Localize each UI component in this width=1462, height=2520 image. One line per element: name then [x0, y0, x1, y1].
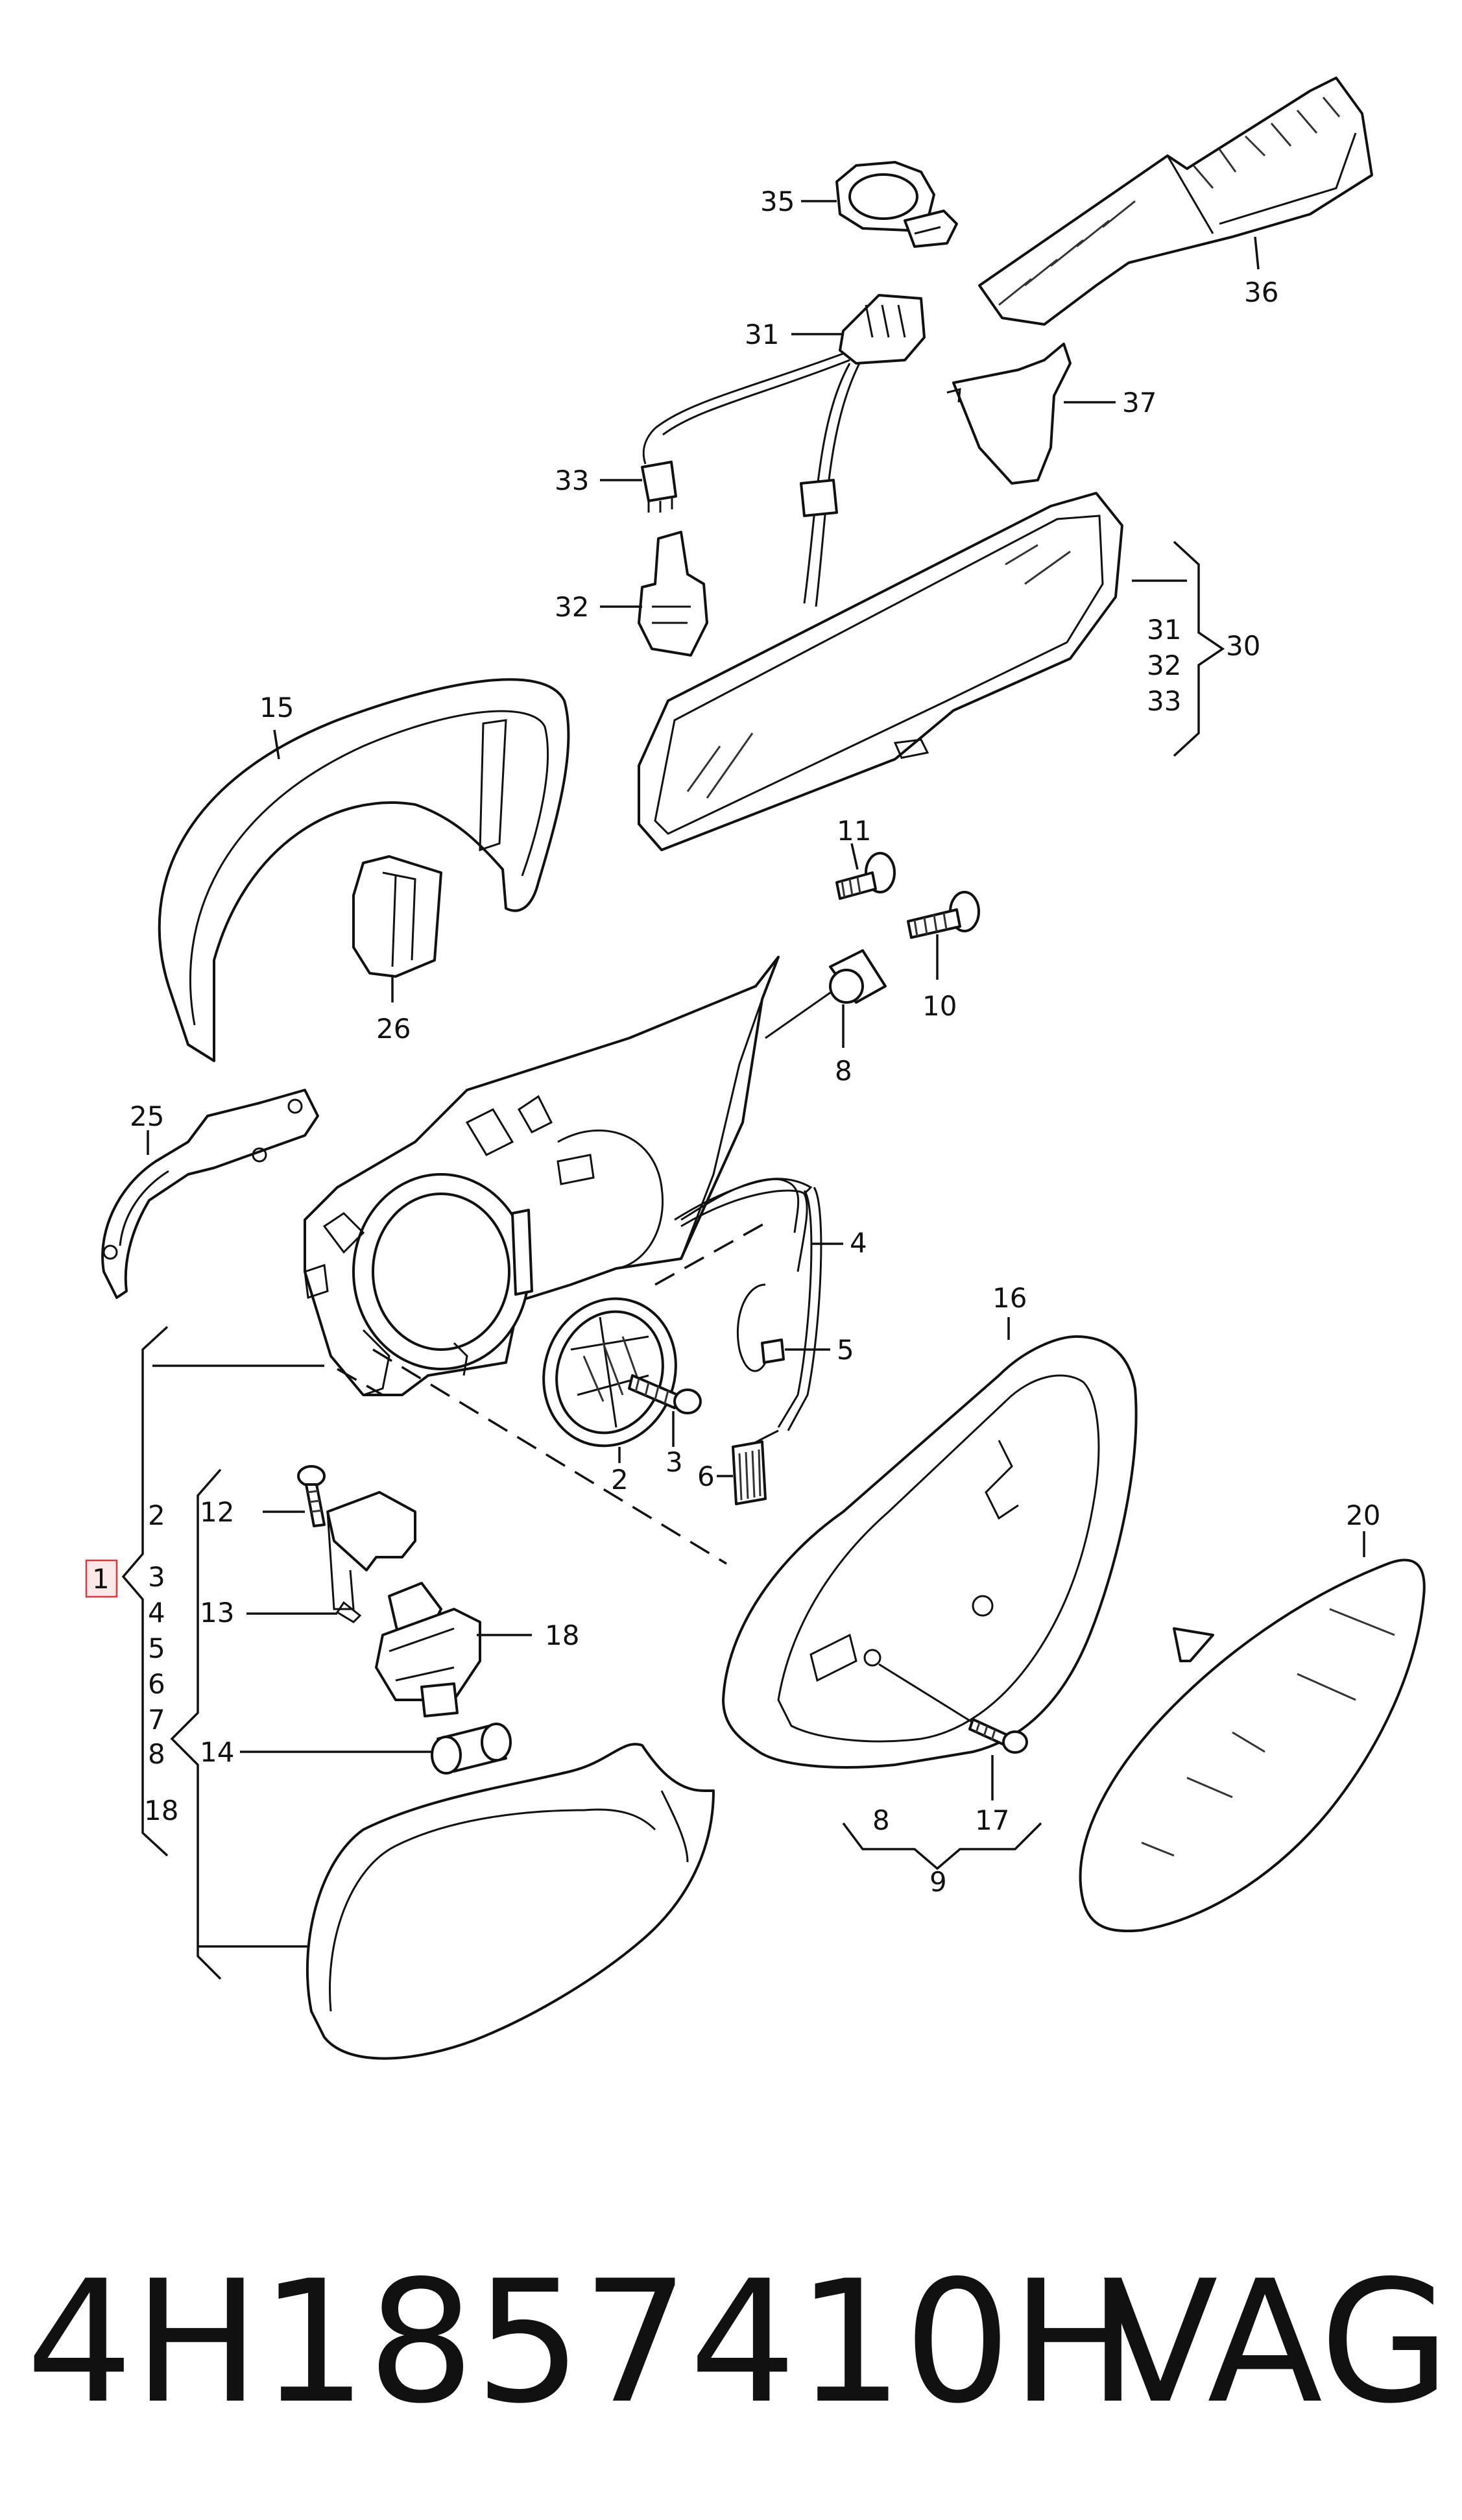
callout-17: 17	[975, 1804, 1009, 1836]
part-screw-17	[968, 1718, 1028, 1754]
callout-4: 4	[850, 1227, 867, 1259]
part-bushing	[829, 949, 887, 1004]
callout-25: 25	[130, 1100, 164, 1132]
callout-g1-8: 8	[148, 1738, 165, 1770]
callout-33: 33	[555, 465, 589, 496]
callout-14: 14	[200, 1736, 234, 1768]
part-interior-mirror	[638, 492, 1123, 851]
part-cover-clip	[946, 343, 1072, 485]
part-mirror-glass	[1079, 1558, 1426, 1933]
callout-g1-2: 2	[148, 1499, 165, 1531]
callout-15: 15	[259, 692, 294, 723]
callout-12: 12	[200, 1496, 234, 1528]
callout-1: 1	[92, 1563, 110, 1595]
part-small-connector	[641, 427, 677, 513]
callout-g1-4: 4	[148, 1597, 165, 1629]
part-mirror-housing-front	[722, 1335, 1138, 1769]
part-mirror-base-assembly	[304, 956, 780, 1396]
part-housing-cap	[306, 1743, 715, 2060]
callout-g1-18: 18	[144, 1795, 178, 1826]
callout-6: 6	[697, 1460, 715, 1492]
part-trim-strip	[101, 1089, 319, 1299]
callout-16: 16	[992, 1282, 1027, 1314]
part-actuator	[542, 1297, 677, 1448]
part-ring	[431, 1723, 512, 1775]
callout-g1-6: 6	[148, 1668, 165, 1700]
part-number: 4H1857410H	[26, 2245, 1138, 2441]
callout-3: 3	[665, 1446, 683, 1478]
part-bracket-clip	[638, 531, 708, 657]
callout-8: 8	[835, 1055, 852, 1087]
part-screw-10	[907, 891, 980, 939]
part-screw-3	[628, 1374, 702, 1414]
callout-37: 37	[1122, 387, 1156, 418]
brand-label: VAG	[1103, 2245, 1450, 2441]
callout-30-31: 31	[1147, 614, 1181, 646]
callout-36: 36	[1244, 276, 1278, 308]
part-wiring-harness	[654, 294, 926, 607]
callout-9: 9	[929, 1866, 947, 1898]
callout-11: 11	[837, 815, 871, 847]
callout-10: 10	[922, 990, 957, 1022]
callout-20: 20	[1346, 1499, 1380, 1531]
bracket-group-1	[121, 1326, 169, 1857]
part-base-wiring	[674, 1178, 822, 1505]
callout-32: 32	[555, 591, 589, 623]
callout-labels: 35 36 31 37 33 32 31 32 33 30 15 11 10 2…	[92, 186, 1380, 1898]
part-mount-cover	[978, 77, 1373, 326]
part-screw-11	[835, 852, 896, 900]
part-sensor	[835, 161, 958, 248]
callout-31: 31	[745, 319, 779, 350]
bracket-group-9	[842, 1822, 1042, 1871]
part-screw-12	[297, 1465, 326, 1527]
bracket-group-30	[1173, 540, 1225, 757]
callout-30-33: 33	[1147, 685, 1181, 717]
callout-26: 26	[376, 1013, 411, 1045]
callout-35: 35	[760, 186, 795, 217]
highlight-box	[85, 1559, 118, 1598]
part-motor	[375, 1582, 481, 1717]
part-mirror-housing-top	[158, 678, 570, 1062]
callout-18: 18	[545, 1619, 579, 1651]
callout-5: 5	[837, 1334, 854, 1366]
callout-30: 30	[1226, 630, 1260, 662]
part-housing-clip	[352, 855, 442, 978]
callout-g1-7: 7	[148, 1704, 165, 1736]
callout-g1-5: 5	[148, 1632, 165, 1664]
part-bracket	[326, 1491, 416, 1623]
callout-13: 13	[200, 1597, 234, 1629]
callout-30-32: 32	[1147, 649, 1181, 681]
callout-2: 2	[611, 1464, 629, 1496]
callout-g1-3: 3	[148, 1561, 165, 1593]
callout-9-8: 8	[872, 1804, 890, 1836]
